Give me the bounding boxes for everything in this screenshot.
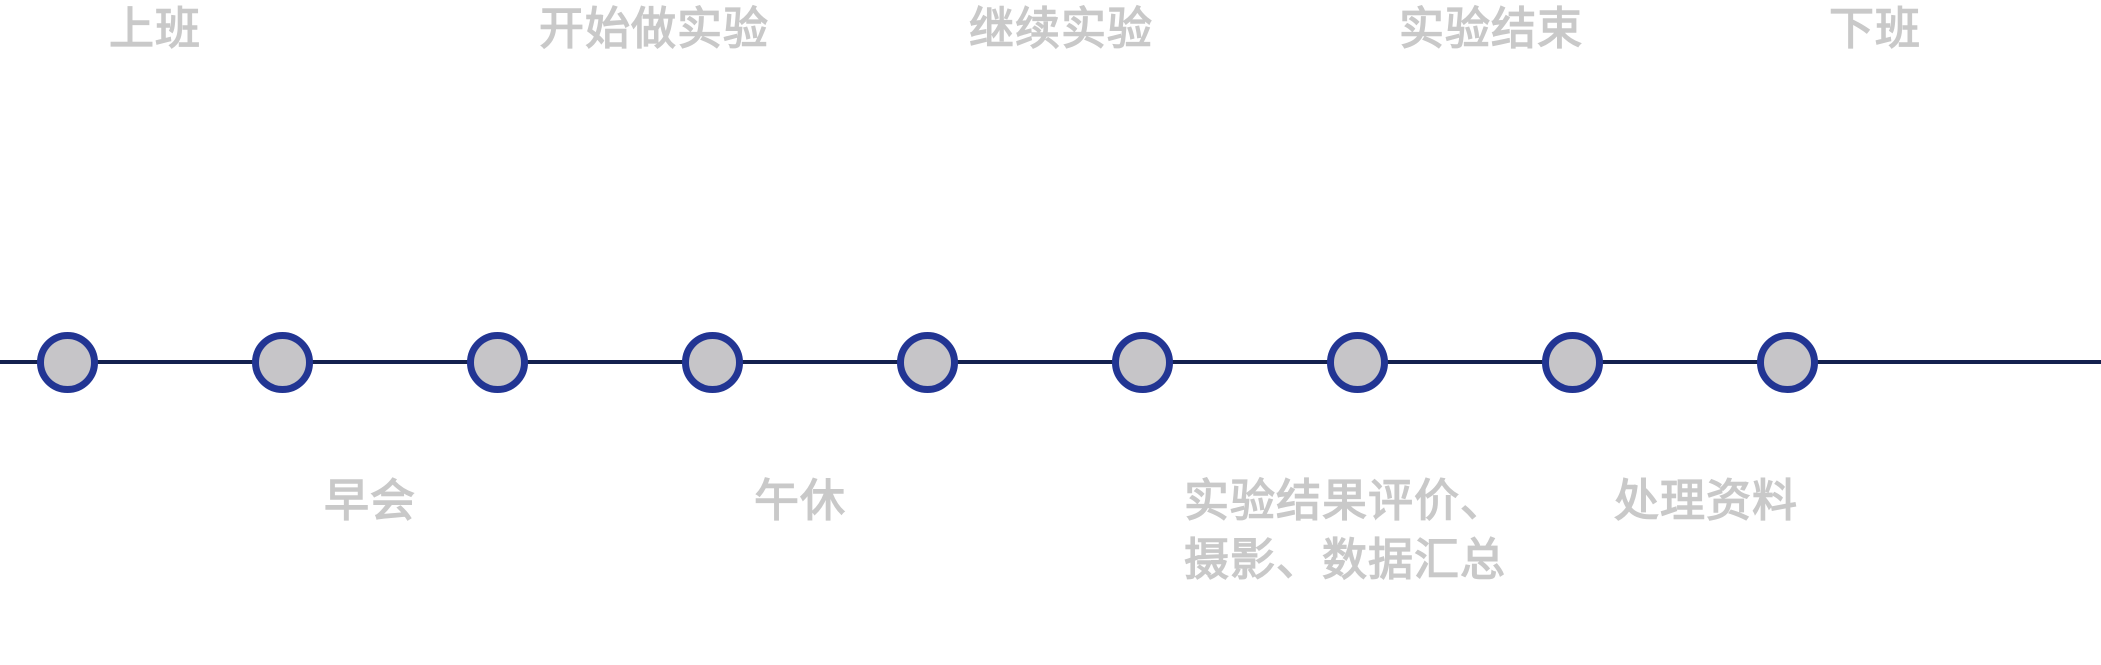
timeline-node-1 — [36, 331, 98, 393]
top-label-3: 继续实验 — [969, 2, 1154, 55]
top-label-5: 下班 — [1829, 2, 1922, 55]
bottom-label-1: 早会 — [324, 474, 417, 527]
top-label-1: 上班 — [109, 2, 202, 55]
timeline-node-7 — [1326, 331, 1388, 393]
timeline-node-3 — [466, 331, 528, 393]
bottom-label-2: 午休 — [754, 474, 847, 527]
timeline-axis — [0, 360, 2101, 364]
top-label-4: 实验结束 — [1399, 2, 1584, 55]
timeline-node-6 — [1111, 331, 1173, 393]
timeline-node-5 — [896, 331, 958, 393]
timeline-node-9 — [1756, 331, 1818, 393]
timeline-node-2 — [251, 331, 313, 393]
bottom-label-4: 处理资料 — [1614, 474, 1799, 527]
timeline-node-8 — [1541, 331, 1603, 393]
timeline-node-4 — [681, 331, 743, 393]
top-label-2: 开始做实验 — [539, 2, 770, 55]
bottom-label-3: 实验结果评价、 摄影、数据汇总 — [1184, 474, 1507, 586]
